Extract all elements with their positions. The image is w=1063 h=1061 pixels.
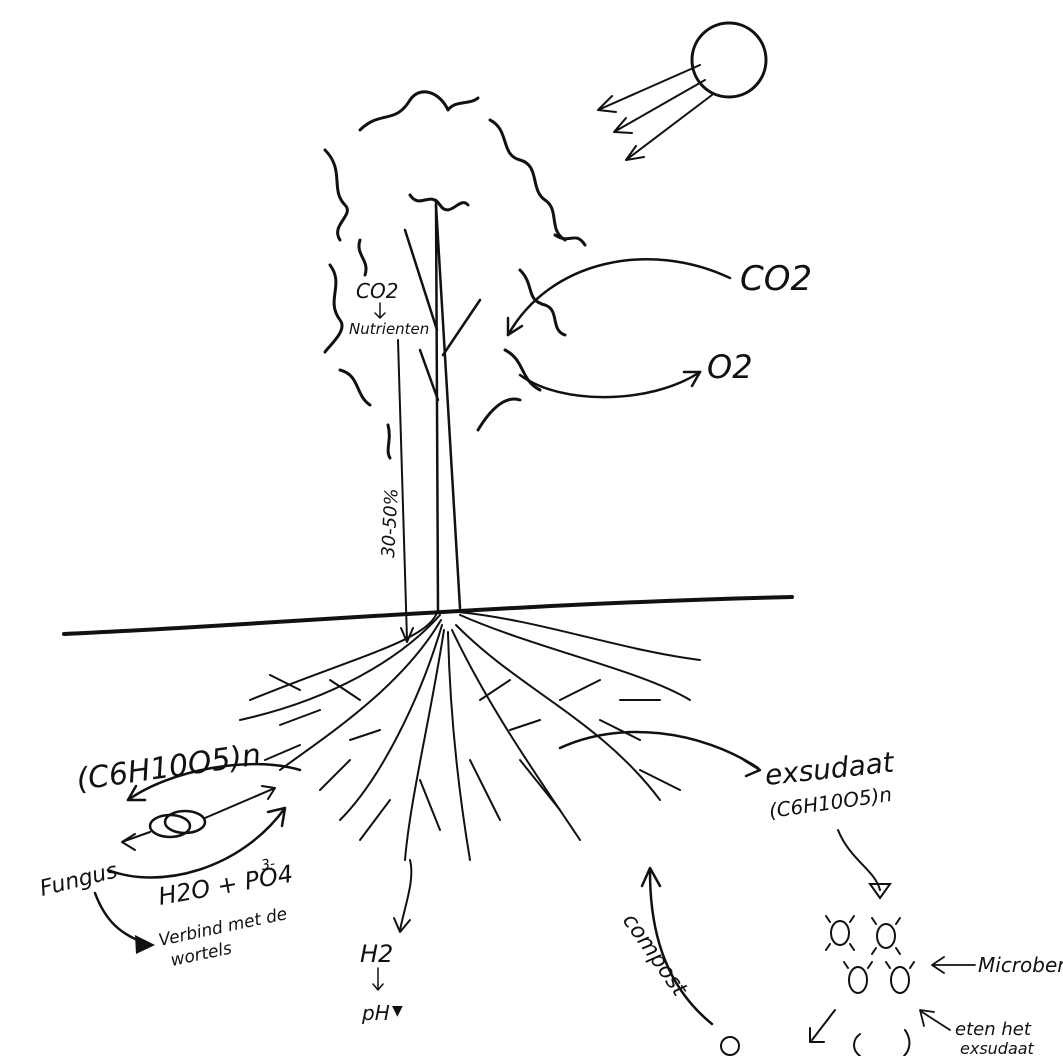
- fungus-icon: [150, 811, 205, 837]
- microbes-label: Microben: [978, 953, 1063, 977]
- exudate-to-microbes-arrowhead: [870, 884, 890, 898]
- eat-exudate-line1: eten het: [955, 1019, 1032, 1040]
- nutrients-label: Nutrienten: [349, 320, 429, 338]
- connect-roots-arrowhead: [135, 935, 155, 954]
- eat-exudate-line2: exsudaat: [960, 1039, 1035, 1056]
- connect-roots-arrow: [95, 893, 148, 944]
- co2-to-nutrients-arrow: [375, 303, 385, 318]
- co2-intake-arrow: [508, 259, 730, 335]
- hydrogen-to-ph-arrow: [373, 968, 383, 990]
- fungus-root-link: [122, 786, 275, 850]
- microbes-cluster: [826, 916, 914, 993]
- sunlight-rays: [598, 65, 712, 160]
- leaves: [325, 92, 585, 458]
- microbe-icon: [721, 1037, 739, 1055]
- o2-outside-label: O2: [707, 348, 753, 386]
- plant-stem: [405, 200, 480, 610]
- sun-icon: [692, 23, 766, 97]
- exudate-arrow: [560, 732, 760, 776]
- cellulose-left-label: (C6H10O5)n: [74, 737, 263, 798]
- hydrogen-arrow: [394, 860, 411, 932]
- microbe-icon: [891, 967, 909, 993]
- microbe-icon: [849, 967, 867, 993]
- microbe-icon: [877, 924, 895, 948]
- microbe-icon: [831, 921, 849, 945]
- microbes-pointer-arrow: [932, 957, 975, 973]
- eat-exudate-arrow: [920, 1010, 950, 1030]
- roots: [240, 610, 700, 860]
- co2-inside-label: CO2: [356, 279, 398, 303]
- o2-release-arrow: [520, 372, 700, 397]
- phosphate-charge-label: 3-: [260, 856, 277, 874]
- exudate-to-microbes-arrow: [838, 830, 880, 890]
- ph-label: pH: [361, 1001, 390, 1025]
- hydrogen-label: H2: [360, 940, 393, 968]
- fungus-label: Fungus: [37, 858, 120, 901]
- microbe-cycle-marks: [721, 1010, 909, 1056]
- ph-down-icon: ▼: [392, 1003, 403, 1019]
- percent-label: 30-50%: [378, 488, 403, 558]
- co2-outside-label: CO2: [740, 259, 812, 299]
